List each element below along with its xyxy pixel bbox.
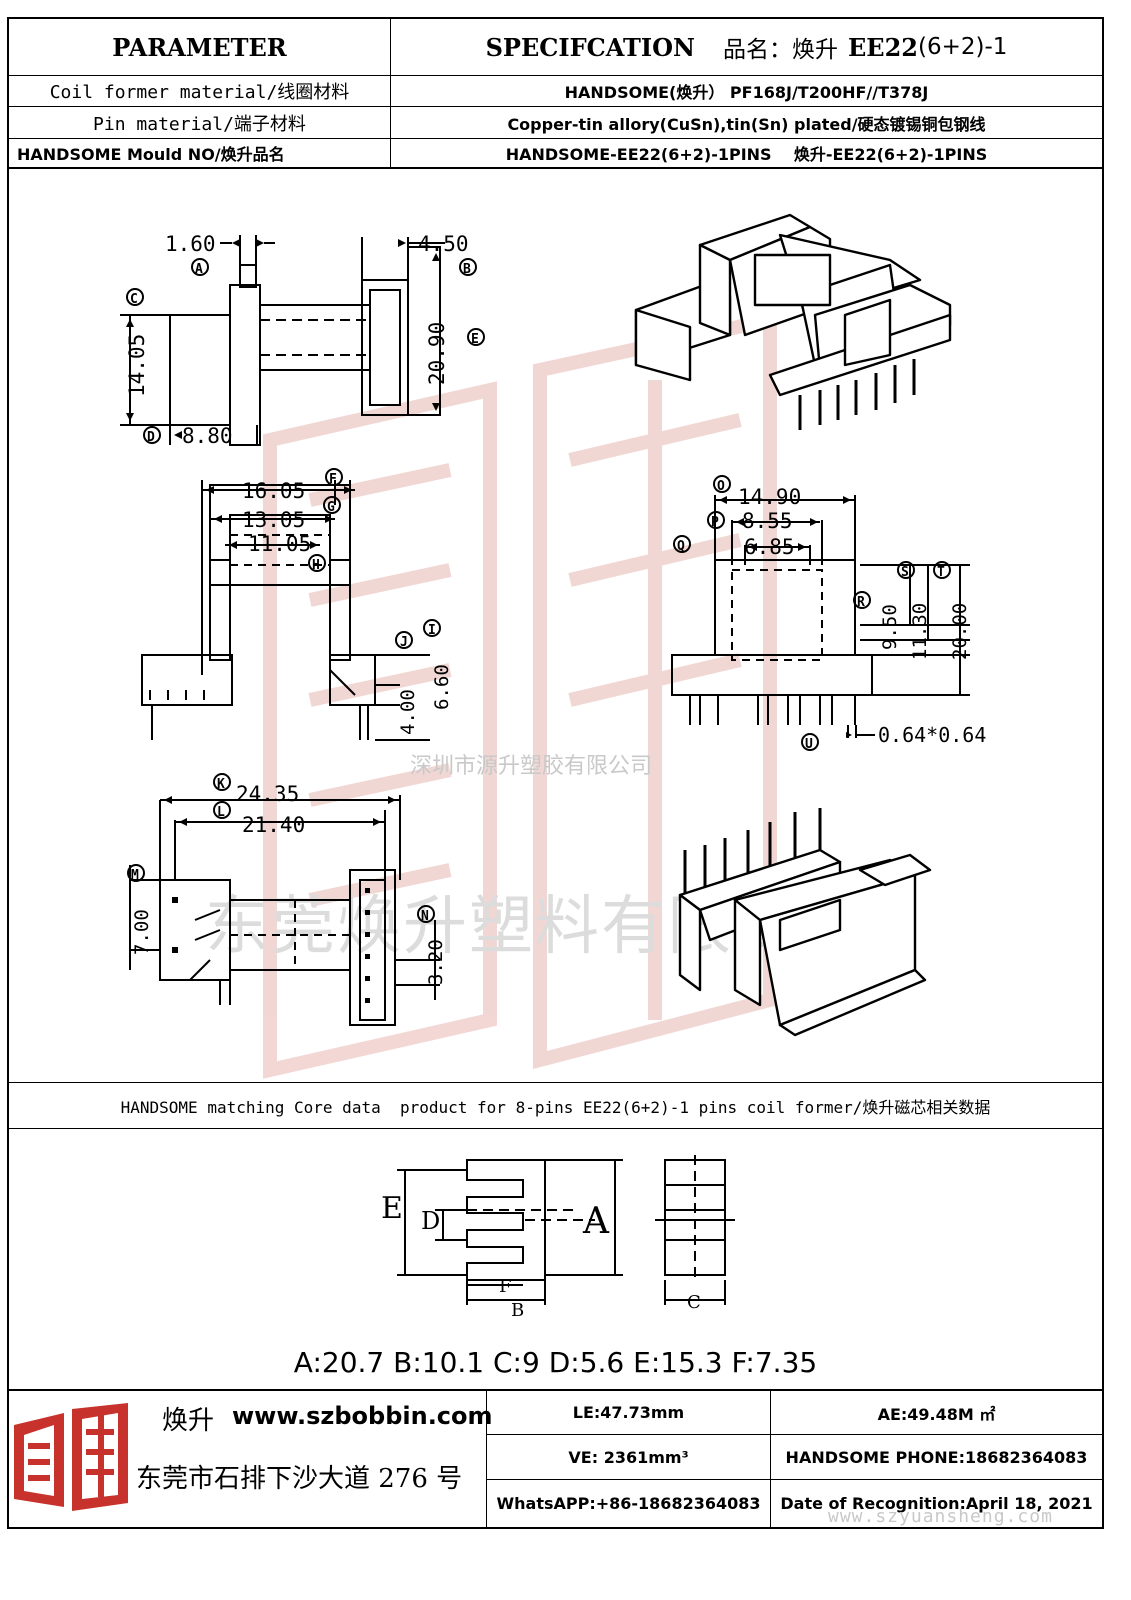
dim-s-label: S xyxy=(901,565,909,580)
footer-le: LE:47.73mm xyxy=(572,1403,685,1422)
core-values: A:20.7 B:10.1 C:9 D:5.6 E:15.3 F:7.35 xyxy=(293,1345,818,1379)
footer-phone: HANDSOME PHONE:18682364083 xyxy=(785,1447,1088,1467)
dim-t-value: 20.00 xyxy=(949,603,971,660)
dim-e-value: 20.90 xyxy=(425,322,449,385)
footer-website: www.szbobbin.com xyxy=(232,1402,493,1430)
dim-p-value: 8.55 xyxy=(742,509,793,533)
dim-a-label: A xyxy=(195,262,203,277)
watermark-text-top: 深圳市源升塑胶有限公司 xyxy=(410,754,653,779)
dim-b-value: 4.50 xyxy=(418,232,469,256)
dim-b-label: B xyxy=(463,262,471,277)
footer-ae: AE:49.48M ㎡ xyxy=(877,1404,996,1424)
core-label-d: D xyxy=(421,1207,440,1235)
dim-l-value: 21.40 xyxy=(242,813,305,837)
dim-n-label: N xyxy=(421,909,429,924)
footer-ve: VE: 2361mm³ xyxy=(568,1447,689,1467)
dim-e-label: E xyxy=(471,332,479,347)
product-suffix: (6+2)-1 xyxy=(917,34,1008,60)
param-value-coil: HANDSOME(焕升） PF168J/T200HF//T378J xyxy=(564,83,929,102)
dim-g-value: 13.05 xyxy=(242,508,305,532)
core-label-e: E xyxy=(381,1191,403,1226)
footer-brand: 焕升 xyxy=(162,1406,215,1436)
dim-k-label: K xyxy=(217,777,225,792)
drawing-iso-bottom xyxy=(678,808,932,1037)
dim-l-label: L xyxy=(217,805,225,820)
drawing-bottom-view: K 24.35 L 21.40 M 7.00 N 3.20 xyxy=(127,773,447,1026)
dim-o-label: O xyxy=(717,479,725,494)
param-label-coil: Coil former material/线圈材料 xyxy=(49,82,350,103)
core-banner: HANDSOME matching Core data product for … xyxy=(120,1097,991,1117)
dim-u-label: U xyxy=(805,737,813,752)
core-label-f: F xyxy=(499,1276,512,1297)
brand-logo xyxy=(14,1403,128,1511)
dim-c-value: 14.05 xyxy=(125,334,149,397)
dim-m-label: M xyxy=(131,868,139,883)
dim-j-value: 4.00 xyxy=(397,689,419,735)
dim-i-label: I xyxy=(428,623,436,638)
param-value-pin: Copper-tin allory(CuSn),tin(Sn) plated/硬… xyxy=(507,114,986,134)
drawing-side-view: 1.60 A 4.50 B C 14.05 D 8.80 20.90 E xyxy=(120,232,485,448)
dim-o-value: 14.90 xyxy=(738,485,801,509)
drawing-right-view: O 14.90 P 8.55 Q 6.85 S T R 9.50 11.30 2… xyxy=(671,475,986,752)
param-value-mould: HANDSOME-EE22(6+2)-1PINS 焕升-EE22(6+2)-1P… xyxy=(505,145,988,164)
dim-r-value: 9.50 xyxy=(879,604,901,650)
dim-g-label: G xyxy=(327,500,335,515)
specification-header: SPECIFCATION 品名：焕升 EE22 (6+2)-1 xyxy=(391,19,1102,75)
dim-f-value: 16.05 xyxy=(242,479,305,503)
dim-t-label: T xyxy=(937,565,945,580)
drawing-core: E D A F B C xyxy=(381,1155,735,1321)
spec-title: SPECIFCATION xyxy=(485,32,695,62)
footer-address: 东莞市石排下沙大道 276 号 xyxy=(136,1464,463,1494)
product-name-label: 品名：焕升 xyxy=(722,37,838,63)
dim-s-value: 11.30 xyxy=(909,603,931,660)
dim-a-value: 1.60 xyxy=(165,232,216,256)
param-label-pin: Pin material/端子材料 xyxy=(93,113,306,135)
dim-j-label: J xyxy=(400,635,408,650)
dim-d-label: D xyxy=(147,430,155,445)
product-model: EE22 xyxy=(847,32,918,62)
dim-m-value: 7.00 xyxy=(131,909,153,955)
drawing-front-view: 16.05 F 13.05 G 11.05 H I J 4.00 6.60 xyxy=(141,468,453,741)
dim-q-label: Q xyxy=(677,539,685,554)
core-label-b: B xyxy=(511,1300,524,1321)
dim-c-label: C xyxy=(130,292,138,307)
dim-h-label: H xyxy=(312,558,320,573)
dim-i-value: 6.60 xyxy=(431,664,453,710)
dim-h-value: 11.05 xyxy=(248,532,311,556)
dim-q-value: 6.85 xyxy=(744,535,795,559)
drawing-iso-top xyxy=(634,213,952,430)
dim-n-value: 3.20 xyxy=(425,939,447,985)
dim-u-value: 0.64*0.64 xyxy=(878,723,986,747)
dim-r-label: R xyxy=(857,595,865,610)
core-label-a: A xyxy=(582,1201,610,1242)
dim-d-value: 8.80 xyxy=(182,424,233,448)
watermark-url: www.szyuansheng.com xyxy=(828,1506,1053,1527)
footer-whatsapp: WhatsAPP:+86-18682364083 xyxy=(496,1494,761,1513)
param-label-mould: HANDSOME Mould NO/焕升品名 xyxy=(17,145,285,164)
parameter-header: PARAMETER xyxy=(112,32,287,62)
core-label-c: C xyxy=(687,1292,701,1313)
dim-k-value: 24.35 xyxy=(236,782,299,806)
footer-date: Date of Recognition:April 18, 2021 xyxy=(780,1494,1093,1513)
dim-f-label: F xyxy=(329,472,337,487)
dim-p-label: P xyxy=(711,515,719,530)
